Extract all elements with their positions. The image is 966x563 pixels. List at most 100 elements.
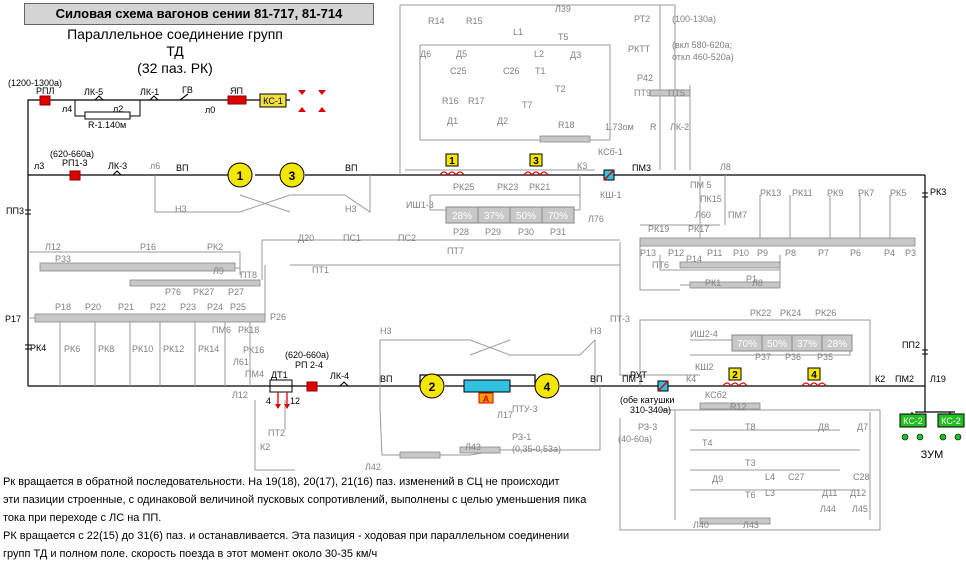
label-vp-3: ВП [380, 374, 392, 384]
label-p31: Р31 [550, 227, 566, 237]
label-rk9: РК9 [827, 188, 843, 198]
ammeter-a-box [478, 392, 494, 404]
label-p26: Р26 [270, 312, 286, 322]
label-lk5: ЛК-5 [84, 87, 103, 97]
label-ksh2: КШ2 [695, 362, 714, 372]
label-l12b: Л12 [232, 390, 248, 400]
resistor-bar-l43b [699, 517, 771, 525]
label-l19: Л19 [930, 374, 946, 384]
label-pm1: ПМ 1 [622, 374, 643, 384]
label-l8b: Л8 [752, 278, 763, 288]
motor-4 [534, 373, 560, 399]
label-rz3: РЗ-3 [638, 422, 657, 432]
label-pp2: ПП2 [902, 340, 920, 350]
label-rut: РУТ [630, 370, 648, 380]
label-l60: Л60 [695, 210, 711, 220]
kc1-fuse-markers [298, 90, 326, 112]
label-n3: Н3 [175, 204, 187, 214]
label-rktt-val2: откл 460-520а) [672, 52, 734, 62]
note-line-5: групп ТД и полном поле. скорость поезда … [3, 548, 378, 560]
label-rk19: РК19 [648, 224, 669, 234]
motor-4-label: 4 [544, 380, 551, 394]
label-rk10: РК10 [132, 344, 153, 354]
label-pt2: ПТ2 [268, 428, 285, 438]
label-rk23: РК23 [497, 182, 518, 192]
label-r-173: 1.73ом [605, 122, 634, 132]
kc1-label: КС-1 [263, 96, 283, 106]
label-ish24: ИШ2-4 [690, 329, 718, 339]
label-dt-4: 4 [266, 396, 271, 406]
label-rk5: РК5 [890, 188, 906, 198]
kc2-box-right [937, 413, 965, 428]
subtitle-line-2: (32 паз. РК) [137, 60, 213, 76]
label-l76: Л76 [588, 214, 604, 224]
label-r14: R14 [428, 16, 445, 26]
pct-70-lower: 70% [737, 339, 757, 350]
label-t8: Т8 [745, 422, 756, 432]
label-r16: R16 [442, 96, 459, 106]
label-n3-2: Н3 [345, 204, 357, 214]
label-rpl-rating: (1200-1300а) [8, 78, 62, 88]
label-gv: ГВ [182, 85, 193, 95]
label-kcb1: КСб-1 [598, 147, 623, 157]
label-l40: Л40 [693, 520, 709, 530]
label-rk7: РК7 [858, 188, 874, 198]
label-pt8: ПТ8 [240, 270, 257, 280]
label-c28: С28 [853, 472, 870, 482]
label-rz1-val: (0,35-0,53а) [512, 444, 561, 454]
label-d2: Д2 [497, 116, 508, 126]
label-rk16: РК16 [243, 345, 264, 355]
label-p10: Р10 [733, 248, 749, 258]
label-rut-coil2: 310-340а) [630, 405, 671, 415]
rk-resistor-bars [34, 89, 916, 525]
label-vp-4: ВП [590, 374, 602, 384]
subtitle-line-1: Параллельное соединение групп ТД [67, 26, 283, 59]
label-k4: К4 [686, 374, 696, 384]
label-k2b: К2 [875, 374, 885, 384]
label-pm2: ПМ2 [895, 374, 914, 384]
label-p9: Р9 [757, 248, 768, 258]
label-p30: Р30 [518, 227, 534, 237]
dt1-sensor [269, 379, 293, 409]
label-p76: Р76 [165, 287, 181, 297]
label-p23: Р23 [180, 302, 196, 312]
shunt-boxes-upper: 28% 37% 50% 70% [445, 206, 575, 224]
label-rk21: РК21 [529, 182, 550, 192]
label-d12: Д12 [850, 488, 866, 498]
rp24-relay [306, 381, 318, 392]
label-t4: Т4 [702, 438, 713, 448]
label-c25: С25 [450, 66, 467, 76]
label-pm7: ПМ7 [728, 210, 747, 220]
label-l4c: L4 [765, 472, 775, 482]
label-p8: Р8 [785, 248, 796, 258]
rpl-relay [39, 95, 51, 106]
label-p20: Р20 [85, 302, 101, 312]
label-r17: R17 [468, 96, 485, 106]
label-rk4: РК4 [30, 343, 46, 353]
label-pt7: ПТ7 [447, 246, 464, 256]
resistor-bar-r33-l9 [39, 262, 236, 272]
rut-relays [603, 169, 669, 392]
label-l3: л3 [34, 161, 44, 171]
pct-50-upper: 50% [516, 211, 536, 222]
kc2-box-left [899, 413, 927, 428]
ammeter-a-label: А [483, 394, 490, 404]
label-rk14: РК14 [198, 344, 219, 354]
label-rk18: РК18 [238, 325, 259, 335]
label-rk22: РК22 [750, 308, 771, 318]
label-p16: Р16 [140, 242, 156, 252]
label-rk8: РК8 [98, 344, 114, 354]
label-p6: Р6 [850, 248, 861, 258]
label-lk4: ЛК-4 [330, 371, 349, 381]
note-line-3: тока при переходе с ЛС на ПП. [3, 512, 162, 524]
label-d3: Д3 [570, 50, 581, 60]
label-r12: R12 [730, 402, 747, 412]
motor-1-label: 1 [237, 169, 244, 183]
label-rk11: РК11 [792, 188, 813, 198]
label-l1: L1 [513, 27, 523, 37]
label-p12: Р12 [668, 248, 684, 258]
label-l0: л0 [205, 105, 215, 115]
label-pt3: ПТ-3 [610, 314, 630, 324]
